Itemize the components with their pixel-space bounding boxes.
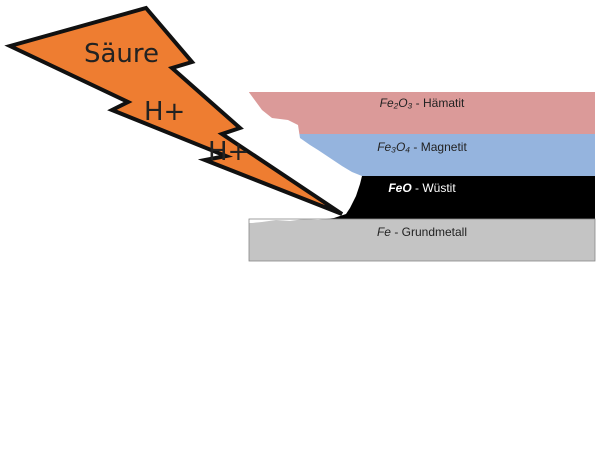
formula-haematite: Fe₂O₃ bbox=[380, 96, 413, 110]
base-metal-outline bbox=[248, 218, 596, 262]
layer-label-wuestite: FeO - Wüstit bbox=[388, 181, 456, 195]
acid-lightning-bolt-icon bbox=[4, 5, 344, 216]
acid-label: Säure bbox=[84, 39, 159, 69]
layer-haematite bbox=[249, 92, 595, 134]
formula-wuestite: FeO bbox=[388, 181, 412, 195]
name-magnetite: - Magnetit bbox=[410, 140, 467, 154]
name-haematite: - Hämatit bbox=[412, 96, 465, 110]
layer-label-haematite: Fe₂O₃ - Hämatit bbox=[380, 96, 465, 110]
hydrogen-ion-label-1: H+ bbox=[144, 97, 185, 127]
formula-base-metal: Fe bbox=[377, 225, 391, 239]
hydrogen-ion-label-2: H+ bbox=[208, 137, 249, 167]
formula-magnetite: Fe₃O₄ bbox=[377, 140, 410, 154]
name-wuestite: - Wüstit bbox=[412, 181, 457, 195]
layer-label-base-metal: Fe - Grundmetall bbox=[377, 225, 467, 239]
layer-label-magnetite: Fe₃O₄ - Magnetit bbox=[377, 140, 467, 154]
layer-base-metal bbox=[249, 219, 595, 261]
name-base-metal: - Grundmetall bbox=[391, 225, 467, 239]
